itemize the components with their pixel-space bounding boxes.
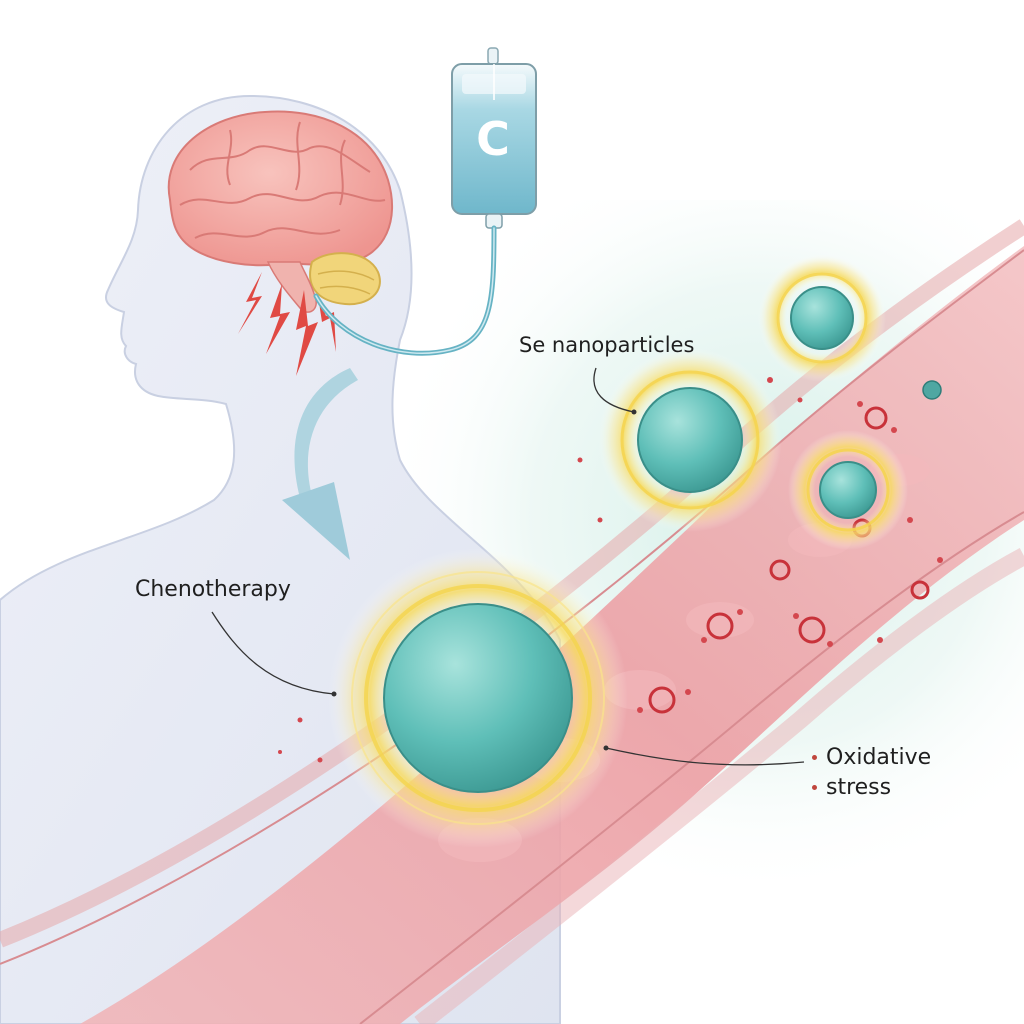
brain-icon	[167, 110, 393, 313]
leader-line-nanoparticles	[593, 367, 635, 413]
blood-vessel	[0, 219, 1024, 1024]
stress-text: stress	[826, 775, 892, 800]
leader-line-chemotherapy	[211, 611, 335, 695]
nanoparticle-icon	[598, 348, 782, 532]
nanoparticle-icon	[328, 548, 628, 848]
cell-debris	[278, 377, 943, 763]
nanoparticle-icon	[788, 430, 908, 550]
oxidative-stress-label: Oxidative stress	[812, 743, 931, 803]
oxidative-text: Oxidative	[826, 745, 932, 770]
oxidative-stress-line-1: Oxidative	[812, 743, 931, 773]
nanoparticles-label: Se nanoparticles	[519, 333, 695, 357]
bullet-icon	[812, 755, 817, 760]
oxidative-stress-line-2: stress	[812, 773, 931, 803]
iv-bag-icon	[451, 47, 537, 229]
leader-line-oxidative-stress	[605, 747, 805, 766]
flow-arrow	[282, 368, 358, 560]
chemotherapy-label: Chenotherapy	[135, 577, 291, 602]
bullet-icon	[812, 785, 817, 790]
nanoparticle-icon	[922, 380, 942, 400]
nanoparticle-icon	[758, 254, 886, 382]
iv-bag-letter: C	[476, 112, 510, 166]
